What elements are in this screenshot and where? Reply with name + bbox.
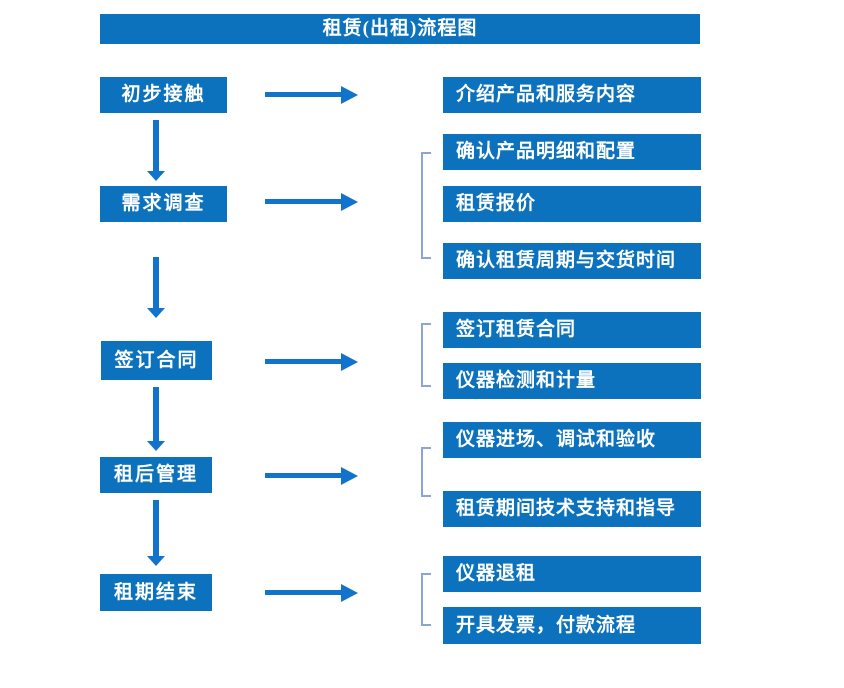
stage-box-demand-survey: 需求调查	[100, 186, 227, 222]
arrow-down-icon	[147, 120, 165, 181]
arrow-right-icon	[265, 583, 358, 602]
detail-box-instrument-testing: 仪器检测和计量	[443, 363, 701, 399]
detail-box-technical-support: 租赁期间技术支持和指导	[443, 491, 701, 527]
detail-box-rental-quotation: 租赁报价	[443, 186, 701, 222]
stage-box-post-rental-management: 租后管理	[100, 457, 212, 493]
arrow-down-icon	[147, 500, 165, 566]
bracket-icon	[421, 447, 431, 497]
bracket-icon	[421, 152, 431, 259]
detail-box-confirm-rental-period: 确认租赁周期与交货时间	[443, 243, 701, 279]
stage-box-rental-end: 租期结束	[100, 574, 212, 611]
arrow-down-icon	[147, 257, 165, 318]
stage-box-sign-contract: 签订合同	[101, 341, 212, 380]
detail-box-invoice-payment: 开具发票，付款流程	[443, 607, 701, 644]
arrow-right-icon	[265, 466, 358, 485]
arrow-right-icon	[265, 192, 358, 211]
arrow-right-icon	[265, 85, 358, 104]
detail-box-sign-rental-contract: 签订租赁合同	[443, 312, 701, 348]
detail-box-introduce-products: 介绍产品和服务内容	[443, 77, 701, 113]
stage-box-initial-contact: 初步接触	[100, 77, 227, 113]
page-title: 租赁(出租)流程图	[100, 14, 700, 44]
arrow-right-icon	[265, 352, 358, 371]
bracket-icon	[421, 573, 431, 626]
detail-box-confirm-product-details: 确认产品明细和配置	[443, 134, 701, 170]
detail-box-instrument-setup: 仪器进场、调试和验收	[443, 422, 701, 458]
detail-box-instrument-return: 仪器退租	[443, 556, 701, 592]
bracket-icon	[421, 323, 431, 387]
arrow-down-icon	[147, 387, 165, 451]
